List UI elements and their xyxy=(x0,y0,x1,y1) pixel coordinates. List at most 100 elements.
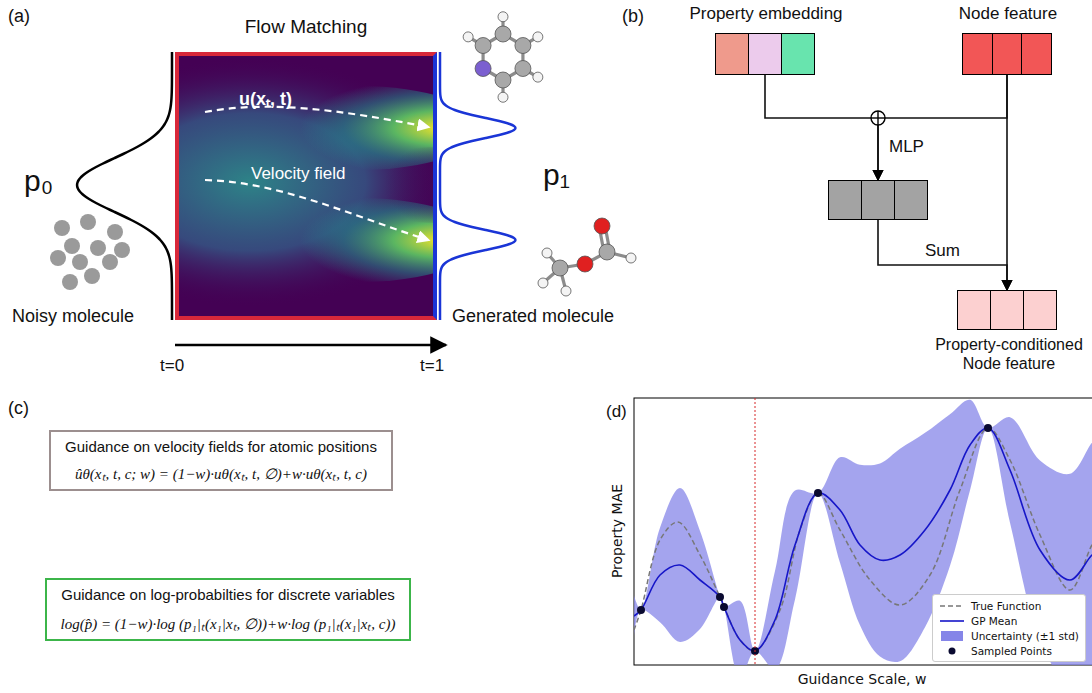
atom xyxy=(542,248,552,258)
node-heading: Property embedding xyxy=(671,4,861,24)
distribution-label: p₀ xyxy=(24,164,53,198)
embedding-vector: Property embedding xyxy=(715,33,815,75)
atom xyxy=(594,218,610,234)
atom xyxy=(538,278,548,288)
atom xyxy=(561,286,571,296)
node-text: log(p̂) = (1−w)·log (p₁|ₜ(x₁|xₜ, ∅))+w·l… xyxy=(61,613,396,633)
legend-sample xyxy=(939,645,965,657)
atom xyxy=(533,72,543,82)
panel-letter: (d) xyxy=(606,402,627,422)
node-heading: MLP xyxy=(889,137,924,157)
velocity-field-heatmap xyxy=(175,52,437,320)
node-heading: Node feature xyxy=(933,4,1083,24)
node-heading: Guidance on velocity fields for atomic p… xyxy=(65,438,377,455)
axis-tick: t=0 xyxy=(160,356,184,376)
legend-sample xyxy=(939,600,965,612)
vector-cell xyxy=(716,34,749,74)
distribution-label: p₁ xyxy=(543,158,570,192)
vector-cells xyxy=(963,34,1051,74)
chart-plot xyxy=(634,400,1092,665)
vector-cell xyxy=(958,291,991,329)
caption-label: Generated molecule xyxy=(452,306,614,327)
axis-title: Property MAE xyxy=(609,484,625,578)
vector-cell xyxy=(991,291,1024,329)
vector-cell xyxy=(862,181,895,219)
atom xyxy=(498,92,508,102)
legend-row: Uncertainty (±1 std) xyxy=(939,628,1079,643)
sampled-point xyxy=(814,489,822,497)
axis-title: Guidance Scale, w xyxy=(798,671,927,687)
vector-cell xyxy=(963,34,993,74)
legend-text: Sampled Points xyxy=(971,645,1052,657)
atom xyxy=(552,260,568,276)
panel-letter: (c) xyxy=(8,398,29,419)
noise-particle xyxy=(50,250,66,266)
vector-cell xyxy=(1024,291,1056,329)
legend-line xyxy=(940,620,964,622)
node-text: u(xₜ, t) xyxy=(239,86,292,110)
atom xyxy=(533,32,543,42)
node-heading: Property-conditioned Node feature xyxy=(928,335,1090,373)
sampled-point xyxy=(637,606,645,614)
legend-dot xyxy=(949,647,956,654)
connector xyxy=(765,75,878,180)
panel-letter: (b) xyxy=(622,6,644,27)
axis-tick: t=1 xyxy=(420,356,444,376)
noise-particle xyxy=(114,242,130,258)
caption-label: Noisy molecule xyxy=(12,306,134,327)
atom xyxy=(475,38,491,54)
vector-cell xyxy=(895,181,927,219)
sampled-point xyxy=(716,593,724,601)
vector-cell xyxy=(829,181,862,219)
chart-legend: True Function GP MeanUncertainty (±1 std)… xyxy=(932,594,1086,662)
output-vector: Property-conditioned Node feature xyxy=(957,290,1057,330)
vector-cell xyxy=(749,34,782,74)
vector-cells xyxy=(958,291,1056,329)
noise-particle xyxy=(102,254,118,270)
node-text: ûθ(xₜ, t, c; w) = (1−w)·uθ(xₜ, t, ∅)+w·u… xyxy=(65,463,377,483)
atom xyxy=(475,61,491,77)
noise-particle xyxy=(72,254,88,270)
target-curve xyxy=(440,52,515,320)
heatmap-shadow xyxy=(347,147,437,223)
legend-sample xyxy=(939,615,965,627)
prior-curve xyxy=(77,52,172,320)
connector xyxy=(1006,75,1008,290)
atom xyxy=(495,72,511,88)
legend-text: True Function xyxy=(971,600,1041,612)
noise-particle xyxy=(90,240,106,256)
atom xyxy=(515,38,531,54)
node-text: Velocity field xyxy=(251,164,346,184)
noise-particle xyxy=(54,220,70,236)
atom xyxy=(495,26,511,42)
flow-matching-panel: Flow Matchingu(xₜ, t)Velocity field xyxy=(175,52,437,320)
molecules xyxy=(463,12,636,296)
vector-cell xyxy=(782,34,814,74)
vector-cell xyxy=(993,34,1023,74)
legend-text: GP Mean xyxy=(971,615,1017,627)
legend-swatch xyxy=(941,631,963,641)
sum-symbol xyxy=(871,111,885,125)
connector xyxy=(878,75,1007,180)
atom xyxy=(599,244,615,260)
noise-particle xyxy=(64,238,80,254)
mlp-vector: MLP xyxy=(828,180,928,220)
legend-row: Sampled Points xyxy=(939,643,1079,658)
legend-row: GP Mean xyxy=(939,613,1079,628)
noise-particle xyxy=(80,214,96,230)
flow-path xyxy=(205,180,428,240)
node-heading: Guidance on log-probabilties for discret… xyxy=(61,586,396,603)
distributions xyxy=(50,52,515,320)
vector-cells xyxy=(716,34,814,74)
atom xyxy=(626,253,636,263)
atom xyxy=(515,61,531,77)
noise-particle xyxy=(84,268,100,284)
flow-path xyxy=(205,107,428,127)
vector-cells xyxy=(829,181,927,219)
edge-label: Sum xyxy=(923,241,962,261)
legend-row: True Function xyxy=(939,598,1079,613)
connector xyxy=(878,220,1007,290)
panel-letter: (a) xyxy=(8,6,30,27)
sampled-point xyxy=(984,424,992,432)
